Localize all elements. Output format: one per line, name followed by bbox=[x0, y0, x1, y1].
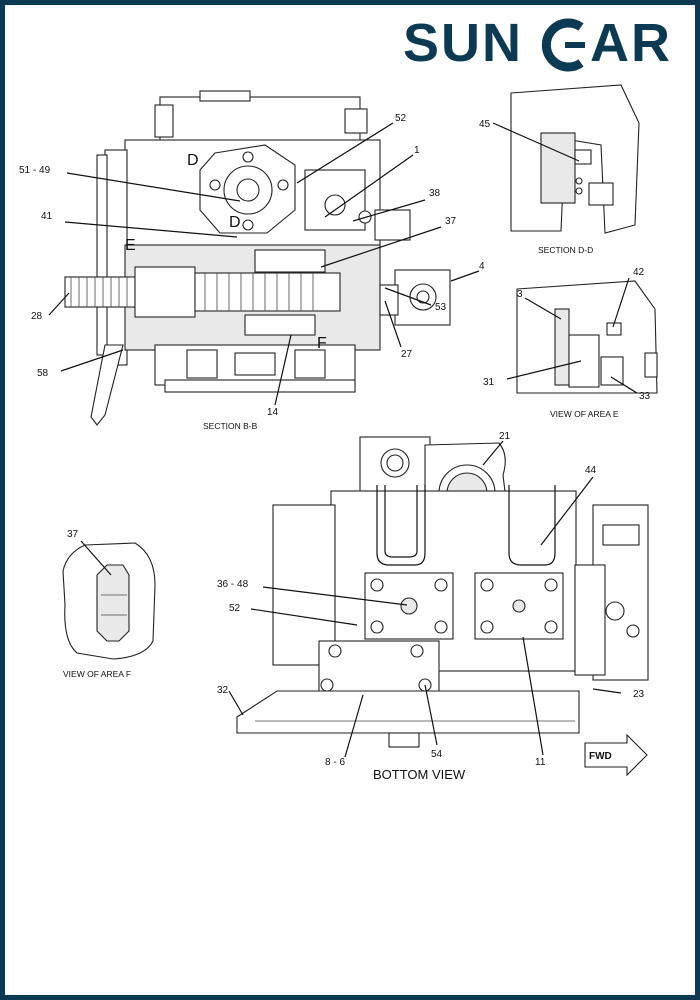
callout-51-49: 51 - 49 bbox=[19, 165, 51, 176]
section-bb-drawing bbox=[64, 90, 451, 426]
callout-8-6: 8 - 6 bbox=[325, 757, 345, 768]
callout-23: 23 bbox=[633, 689, 645, 700]
callout-3: 3 bbox=[517, 289, 523, 300]
caption-section-dd: SECTION D-D bbox=[538, 245, 593, 255]
callout-31: 31 bbox=[483, 377, 495, 388]
caption-view-area-f: VIEW OF AREA F bbox=[63, 669, 131, 679]
callout-52: 52 bbox=[395, 113, 407, 124]
callout-4: 4 bbox=[479, 261, 485, 272]
callout-37: 37 bbox=[445, 216, 457, 227]
callout-28: 28 bbox=[31, 311, 43, 322]
suncar-logo: SUN AR bbox=[403, 13, 672, 73]
view-area-f-drawing bbox=[62, 542, 156, 660]
callout-44: 44 bbox=[585, 465, 597, 476]
callout-42: 42 bbox=[633, 267, 645, 278]
callout-27: 27 bbox=[401, 349, 413, 360]
callout-32: 32 bbox=[217, 685, 229, 696]
callout-41: 41 bbox=[41, 211, 53, 222]
callout-53: 53 bbox=[435, 302, 447, 313]
page-frame: SUN AR bbox=[4, 4, 696, 996]
callout-45: 45 bbox=[479, 119, 491, 130]
callout-33: 33 bbox=[639, 391, 651, 402]
callout-54: 54 bbox=[431, 749, 443, 760]
callout-14: 14 bbox=[267, 407, 279, 418]
caption-view-area-e: VIEW OF AREA E bbox=[550, 409, 619, 419]
section-dd-drawing bbox=[510, 84, 640, 234]
callout-21: 21 bbox=[499, 431, 511, 442]
view-area-e-drawing bbox=[516, 280, 658, 394]
callout-37-area-f: 37 bbox=[67, 529, 79, 540]
callout-38: 38 bbox=[429, 188, 441, 199]
fwd-label: FWD bbox=[589, 751, 612, 762]
bottom-view-drawing bbox=[236, 436, 649, 748]
callout-36-48: 36 - 48 bbox=[217, 579, 249, 590]
caption-section-bb: SECTION B-B bbox=[203, 421, 258, 431]
fwd-arrow-icon: FWD bbox=[584, 733, 648, 777]
bottom-view-leaders bbox=[228, 440, 622, 758]
section-letter-d-upper: D bbox=[187, 152, 199, 169]
caption-bottom-view: BOTTOM VIEW bbox=[373, 767, 466, 782]
section-bb-leaders bbox=[48, 122, 480, 406]
section-letter-f: F bbox=[317, 335, 327, 352]
logo-c-icon bbox=[541, 18, 585, 72]
callout-11: 11 bbox=[535, 757, 546, 768]
section-letter-e: E bbox=[125, 237, 136, 254]
callout-52-bottom: 52 bbox=[229, 603, 241, 614]
callout-58: 58 bbox=[37, 368, 49, 379]
logo-text-sun: SUN bbox=[403, 13, 523, 73]
callout-1: 1 bbox=[414, 145, 420, 156]
parts-diagram: SUN AR bbox=[19, 13, 672, 782]
section-letter-d-lower: D bbox=[229, 214, 241, 231]
logo-text-ar: AR bbox=[590, 13, 672, 73]
